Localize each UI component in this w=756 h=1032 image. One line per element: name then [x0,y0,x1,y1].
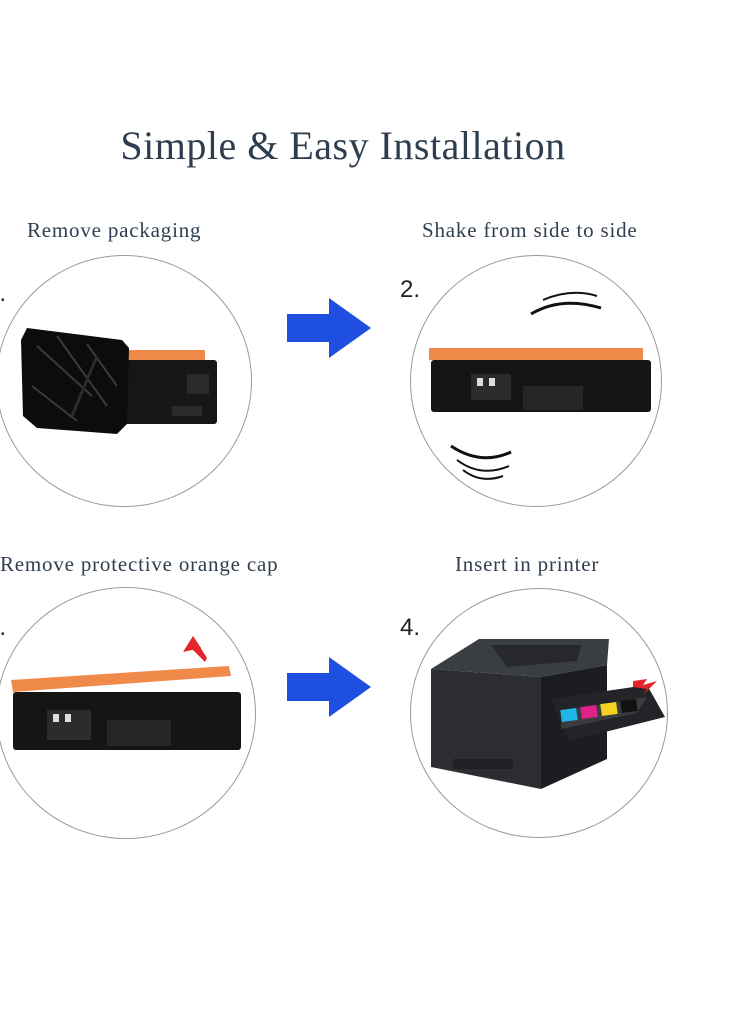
step-2-illustration [410,255,662,507]
step-4-caption: Insert in printer [455,552,600,576]
remove-cap-icon [11,636,241,750]
next-step-arrow-icon [287,298,371,358]
step-3-caption: Remove protective orange cap [0,552,279,576]
shake-cartridge-icon [429,291,651,480]
printer-icon [431,639,665,789]
step-2-number: 2. [400,276,421,303]
page-title: Simple & Easy Installation [120,123,566,168]
cartridge-in-bag-icon [21,328,217,434]
step-1-caption: Remove packaging [27,218,202,242]
step-3-illustration [0,587,256,839]
step-2-caption: Shake from side to side [422,218,638,242]
step-1-number: 1. [0,280,7,307]
next-step-arrow-icon [287,657,371,717]
step-4-illustration [410,588,668,838]
step-3-number: 3. [0,614,7,641]
step-4-number: 4. [400,614,421,641]
step-1-illustration [0,255,252,507]
